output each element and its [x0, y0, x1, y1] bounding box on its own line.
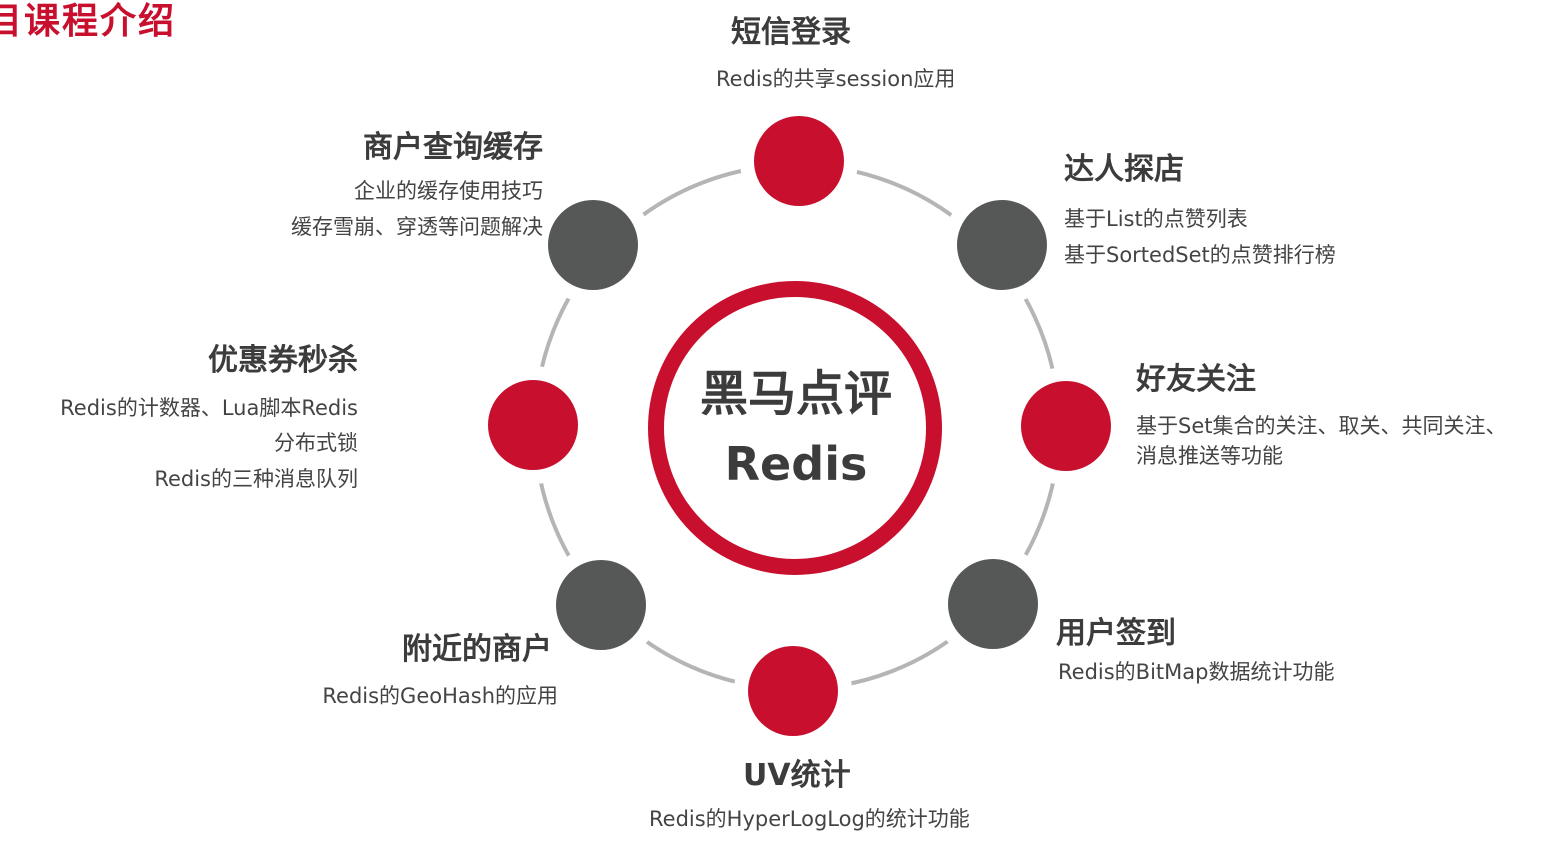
shop-cache-desc-1: 企业的缓存使用技巧 — [354, 179, 543, 203]
expert-visit-desc-2: 基于SortedSet的点赞排行榜 — [1064, 243, 1336, 267]
uv-stats-desc: Redis的HyperLogLog的统计功能 — [649, 807, 970, 831]
friend-follow-dot — [1007, 367, 1125, 485]
sms-login-dot — [740, 102, 858, 220]
user-signin-desc: Redis的BitMap数据统计功能 — [1058, 660, 1335, 684]
coupon-flash-sale-title: 优惠券秒杀 — [208, 343, 358, 378]
coupon-flash-sale-desc-3: Redis的三种消息队列 — [154, 467, 358, 491]
shop-cache-desc-2: 缓存雪崩、穿透等问题解决 — [291, 215, 543, 239]
shop-cache-dot — [534, 186, 652, 304]
coupon-flash-sale-desc-2: 分布式锁 — [274, 431, 358, 455]
user-signin-title: 用户签到 — [1056, 616, 1176, 651]
coupon-flash-sale-desc-1: Redis的计数器、Lua脚本Redis — [60, 396, 358, 420]
uv-stats-title: UV统计 — [743, 758, 851, 793]
center-title: 黑马点评 — [700, 366, 892, 422]
page-title: 目课程介绍 — [0, 1, 177, 42]
nearby-shops-dot — [542, 546, 660, 664]
expert-visit-title: 达人探店 — [1064, 152, 1184, 187]
coupon-flash-sale-dot — [474, 366, 592, 484]
friend-follow-title: 好友关注 — [1136, 362, 1256, 397]
sms-login-title: 短信登录 — [731, 15, 851, 50]
nearby-shops-desc: Redis的GeoHash的应用 — [322, 684, 558, 708]
sms-login-desc: Redis的共享session应用 — [716, 67, 956, 91]
expert-visit-dot — [943, 186, 1061, 304]
friend-follow-desc-1: 基于Set集合的关注、取关、共同关注、 — [1136, 414, 1507, 438]
center-subtitle: Redis — [725, 437, 868, 491]
friend-follow-desc-2: 消息推送等功能 — [1136, 444, 1283, 468]
user-signin-dot — [934, 545, 1052, 663]
nearby-shops-title: 附近的商户 — [402, 632, 552, 667]
shop-cache-title: 商户查询缓存 — [363, 130, 543, 165]
expert-visit-desc-1: 基于List的点赞列表 — [1064, 207, 1248, 231]
center-circle — [648, 281, 942, 575]
uv-stats-dot — [734, 632, 852, 750]
